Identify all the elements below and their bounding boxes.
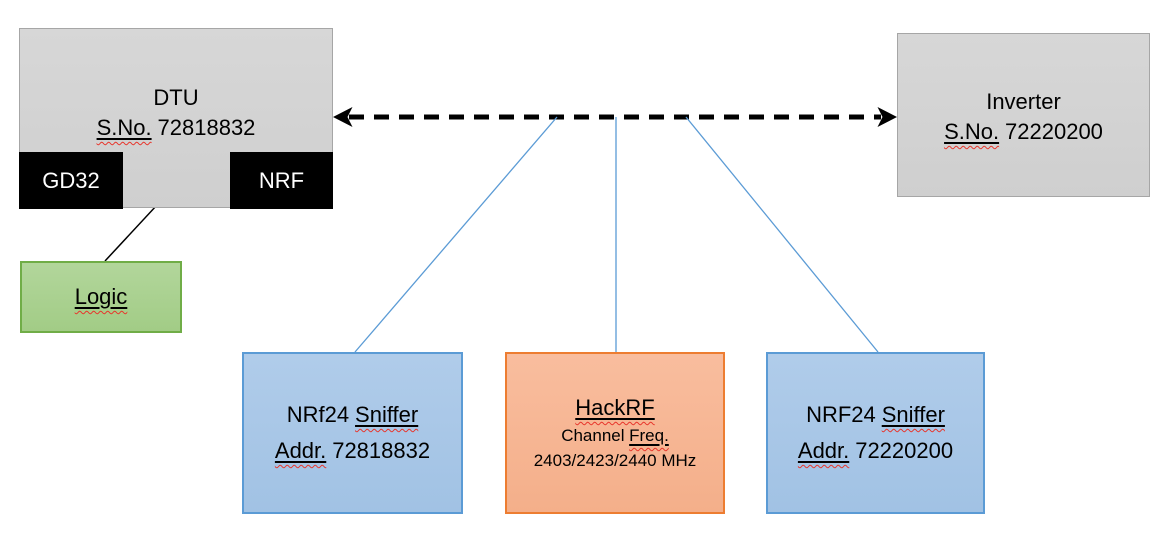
sniffer-left-addr-number: 72818832	[332, 438, 431, 463]
hackrf-frequencies: 2403/2423/2440 MHz	[533, 451, 697, 470]
gd32-label: GD32	[42, 167, 100, 193]
logic-label: Logic	[74, 284, 128, 309]
sniffer-right-name-head: NRF24	[806, 402, 876, 427]
hackrf-channel-tail: Freq.	[629, 426, 669, 445]
inverter-serial-number: 72220200	[1005, 119, 1103, 144]
sniffer-right-addr-label: Addr.	[797, 438, 850, 463]
sniffer-right-name-tail: Sniffer	[881, 402, 945, 427]
connector-line-sniffer-left	[354, 116, 558, 353]
rf-link-dashed-arrow	[333, 107, 897, 127]
inverter-serial-line: S.No.72220200	[898, 117, 1149, 147]
inverter-box: Inverter S.No.72220200	[897, 33, 1150, 197]
dtu-serial-label: S.No.	[96, 115, 152, 140]
sniffer-left-addr-label: Addr.	[274, 438, 327, 463]
sniffer-right-addr-number: 72220200	[855, 438, 954, 463]
connector-line-sniffer-right	[685, 116, 879, 353]
arrowhead-left-icon	[333, 107, 353, 127]
inverter-serial-label: S.No.	[944, 119, 1000, 144]
sniffer-left-name-head: NRf24	[286, 402, 350, 427]
dtu-title: DTU	[153, 85, 199, 110]
hackrf-channel-head: Channel	[561, 426, 625, 445]
sniffer-left-name-tail: Sniffer	[355, 402, 419, 427]
gd32-box: GD32	[19, 152, 123, 209]
hackrf-title: HackRF	[575, 395, 655, 420]
logic-box: Logic	[20, 261, 182, 333]
inverter-title: Inverter	[986, 89, 1061, 114]
dtu-serial-number: 72818832	[157, 115, 256, 140]
nrf-box: NRF	[230, 152, 333, 209]
hackrf-title-line: HackRF	[575, 393, 654, 423]
arrowhead-right-icon	[877, 107, 897, 127]
dtu-serial-line: S.No.72818832	[20, 113, 332, 143]
sniffer-right-addr: Addr.72220200	[798, 433, 953, 469]
inverter-label-block: Inverter S.No.72220200	[898, 87, 1149, 147]
nrf-label: NRF	[258, 167, 305, 193]
dtu-label-block: DTU S.No.72818832	[20, 83, 332, 143]
sniffer-left-addr: Addr.72818832	[275, 433, 430, 469]
